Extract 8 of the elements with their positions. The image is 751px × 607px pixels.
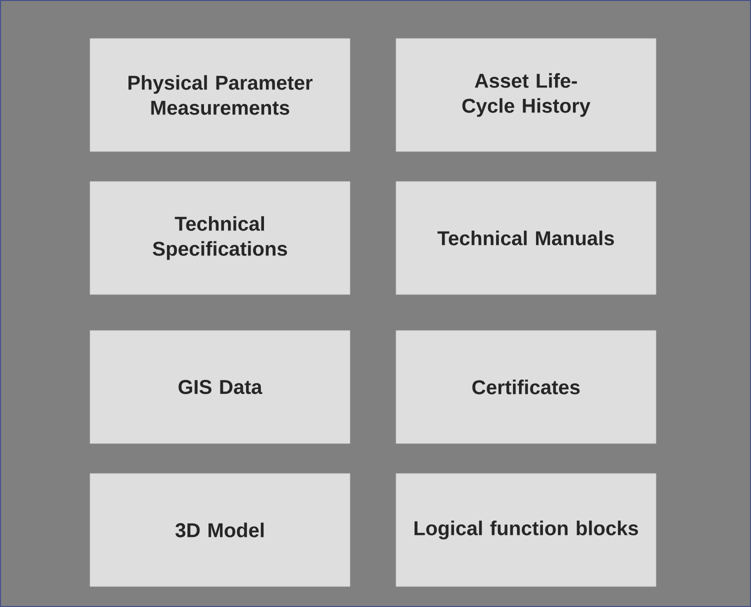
label-box: Technical Specifications (90, 181, 350, 295)
label-box: Physical Parameter Measurements (90, 38, 350, 152)
label-box: GIS Data (90, 330, 350, 444)
label-box: 3D Model (90, 473, 350, 587)
label-box: Technical Manuals (396, 181, 656, 295)
label-box: Certificates (396, 330, 656, 444)
label-box: Asset Life-Cycle History (396, 38, 656, 152)
label-box: Logical function blocks (396, 473, 656, 587)
